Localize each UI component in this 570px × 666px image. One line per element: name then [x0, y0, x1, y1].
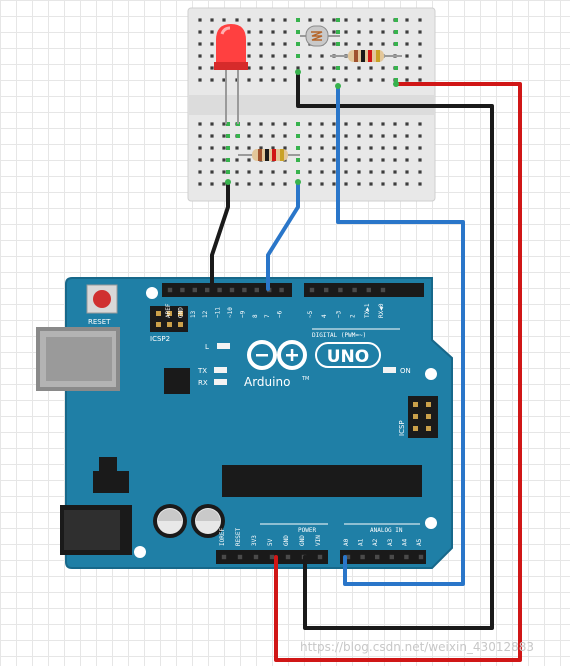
icsp-label: ICSP: [398, 420, 406, 436]
power-pin-label: 5V: [267, 538, 274, 546]
usb-chip: [164, 368, 190, 394]
breadboard-holes: [198, 18, 422, 186]
power-jack: [60, 505, 132, 555]
digital-pin-label: 2: [350, 314, 357, 318]
uno-badge: UNO: [327, 347, 369, 367]
usb-port: [36, 327, 120, 391]
digital-pin-label: ~11: [215, 307, 222, 318]
analog-pin-label: A4: [401, 538, 408, 546]
reset-button[interactable]: [86, 284, 118, 314]
black-wire-gnd-pin: [210, 180, 230, 291]
icsp2-header: [150, 306, 188, 332]
digital-pin-label: 8: [252, 314, 259, 318]
blue-wire-pin-10: [266, 180, 300, 291]
digital-pin-label: RX◀0: [378, 303, 385, 318]
digital-pin-label: ~10: [227, 307, 234, 318]
power-pin-label: GND: [283, 535, 290, 546]
arduino-wordmark: Arduino: [244, 375, 290, 389]
led-tx-label: TX: [197, 367, 207, 375]
power-pin-label: RESET: [235, 528, 242, 546]
analog-pin-label: A5: [416, 538, 423, 546]
mounting-hole: [134, 546, 146, 558]
mounting-hole: [425, 368, 437, 380]
digital-pin-label: ~6: [277, 310, 284, 318]
power-pin-label: IOREF: [219, 528, 226, 546]
red-led: [214, 24, 248, 124]
analog-header: A0 A1 A2 A3 A4 A5: [340, 538, 426, 564]
led-rx-label: RX: [198, 379, 208, 387]
voltage-regulator: [93, 457, 129, 493]
red-wire-5v: [274, 82, 522, 662]
digital-pin-label: 13: [190, 310, 197, 318]
power-pin-label: VIN: [315, 535, 322, 546]
atmega-microcontroller: [222, 465, 422, 497]
led-l-label: L: [205, 343, 209, 351]
analog-pin-label: A2: [372, 538, 379, 546]
led-resistor: [238, 149, 300, 161]
trademark-mark: TM: [301, 376, 309, 382]
mounting-hole: [146, 287, 158, 299]
digital-pin-label: 4: [321, 314, 328, 318]
capacitors: [153, 504, 225, 538]
digital-pin-label: ~5: [307, 310, 314, 318]
status-leds: L TX RX ON: [197, 343, 411, 387]
digital-pin-label: ~9: [239, 310, 246, 318]
digital-label: DIGITAL (PWM=~): [312, 332, 366, 339]
black-wire-gnd-power: [296, 70, 494, 630]
reset-label: RESET: [88, 318, 111, 326]
icsp2-label: ICSP2: [150, 335, 170, 343]
sensor-resistor: [330, 50, 402, 62]
arduino-logo: UNO Arduino TM: [244, 340, 381, 389]
led-on-label: ON: [400, 367, 411, 375]
icsp-header: [408, 396, 438, 438]
analog-pin-label: A1: [358, 538, 365, 546]
blue-wire-a0: [336, 84, 465, 586]
analog-pin-label: A3: [387, 538, 394, 546]
power-pin-label: GND: [299, 535, 306, 546]
digital-pin-label: ~3: [335, 310, 342, 318]
power-pin-label: 3V3: [251, 535, 258, 546]
digital-header: AREF GND 13 12 ~11 ~10 ~9 8 7 ~6 ~5 4 ~3 2 TX▶1 RX◀0: [162, 283, 424, 318]
power-label: POWER: [298, 527, 316, 534]
photoresistor: [300, 25, 340, 47]
power-header: IOREF RESET 3V3 5V GND GND VIN: [216, 528, 328, 564]
mounting-hole: [425, 517, 437, 529]
digital-pin-label: AREF: [165, 303, 172, 318]
digital-pin-label: GND: [177, 307, 184, 318]
digital-pin-label: 7: [264, 314, 271, 318]
analog-label: ANALOG IN: [370, 527, 403, 534]
analog-pin-label: A0: [343, 538, 350, 546]
watermark-url: https://blog.csdn.net/weixin_43012883: [299, 640, 534, 654]
digital-pin-label: 12: [202, 310, 209, 318]
wire-endpoints: [225, 69, 399, 185]
digital-pin-label: TX▶1: [364, 303, 371, 318]
